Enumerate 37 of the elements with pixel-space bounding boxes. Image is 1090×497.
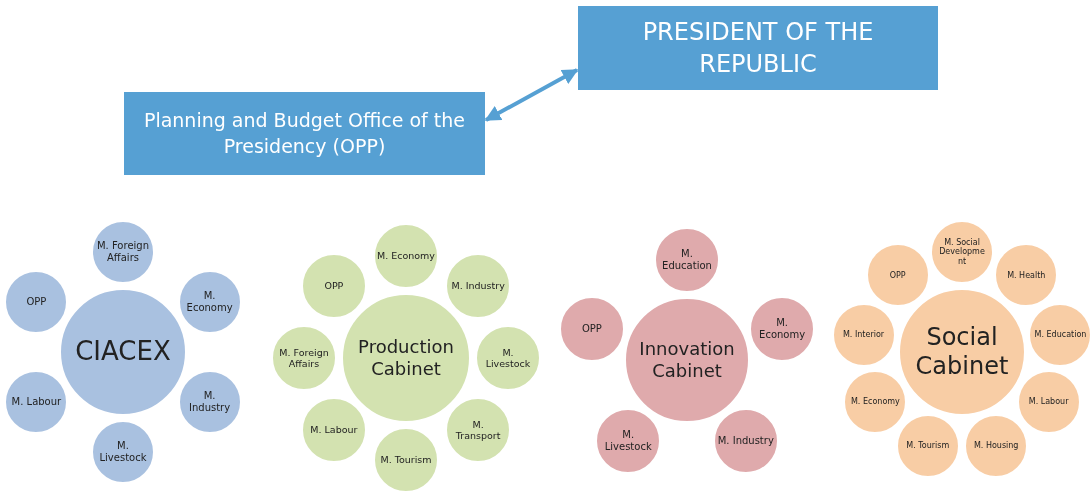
node-label: M. Tourism [906,441,950,451]
node-label: M. Social Developme nt [938,237,986,267]
node-label: Planning and Budget Office of the Presidency (OPP) [142,107,467,159]
node-label: M. Interior [842,329,885,340]
node-label: M. Industry [451,280,505,292]
node-label: M. Economy [185,290,234,314]
node-label: M. Housing [973,441,1019,451]
title-box [124,92,485,175]
node-label: M. Tourism [380,454,432,466]
node-label: M. Industry [188,390,232,414]
node-label: M. Health [1007,270,1046,281]
node-label: M. Education [661,248,713,272]
node-label: M. Economy [758,317,807,342]
node-label: Social Cabinet [914,323,1010,381]
node-label: OPP [889,270,906,281]
node-label: M. Economy [850,397,900,407]
node-label: CIACEX [75,336,171,368]
node-label: M. Labour [310,424,358,436]
node-label: OPP [581,323,602,336]
node-label: M. Livestock [484,346,532,370]
node-label: M. Education [1034,329,1087,340]
node-label: M. Livestock [603,428,653,453]
node-label: M. Labour [1028,397,1069,407]
node-label: PRESIDENT OF THE REPUBLIC [641,16,875,80]
title-box [578,6,938,90]
node-label: M. Industry [717,434,774,447]
node-label: M. Foreign Affairs [278,346,330,370]
node-label: OPP [26,296,47,308]
node-label: OPP [324,280,344,292]
node-label: Production Cabinet [357,336,455,380]
node-label: M. Transport [454,418,502,442]
node-label: M. Economy [377,250,435,262]
node-label: M. Livestock [98,440,148,464]
node-label: M. Labour [11,396,62,408]
node-label: Innovation Cabinet [638,338,736,382]
node-label: M. Foreign Affairs [96,240,150,264]
double-arrow [484,68,579,122]
